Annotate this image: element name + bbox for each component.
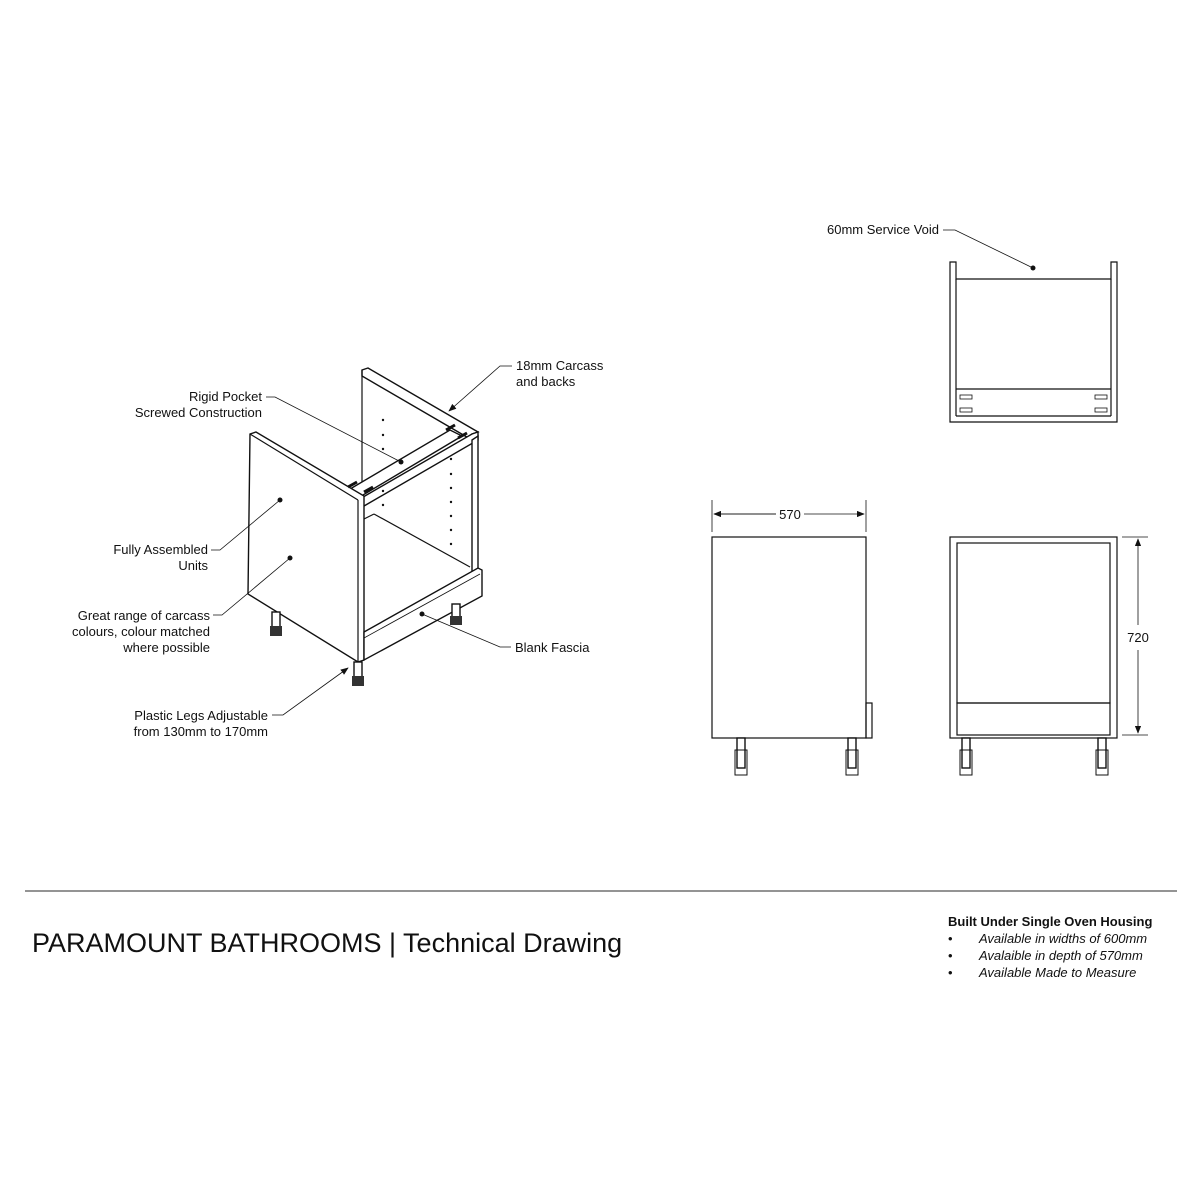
label-fully-assembled-2: Units: [178, 558, 208, 573]
top-view: [949, 261, 1118, 423]
spec-heading: Built Under Single Oven Housing: [948, 914, 1153, 929]
label-rigid-pocket-1: Rigid Pocket: [189, 389, 262, 404]
dimension-depth: 570: [779, 507, 801, 522]
label-blank-fascia: Blank Fascia: [515, 640, 590, 655]
label-carcass-1: 18mm Carcass: [516, 358, 604, 373]
left-side-panel: [247, 431, 365, 663]
legs: [270, 603, 462, 686]
spec-item: •Avalaible in depth of 570mm: [948, 948, 1143, 963]
callouts: Rigid Pocket Screwed Construction 18mm C…: [72, 222, 1036, 739]
label-colours-3: where possible: [122, 640, 210, 655]
right-panel-edge: [471, 434, 479, 575]
label-colours-1: Great range of carcass: [78, 608, 211, 623]
label-legs-2: from 130mm to 170mm: [134, 724, 268, 739]
label-legs-1: Plastic Legs Adjustable: [134, 708, 268, 723]
label-rigid-pocket-2: Screwed Construction: [135, 405, 262, 420]
label-service-void: 60mm Service Void: [827, 222, 939, 237]
shelf-holes: [381, 418, 453, 546]
side-view: 570: [711, 500, 873, 776]
label-fully-assembled-1: Fully Assembled: [113, 542, 208, 557]
isometric-cabinet: [247, 367, 483, 686]
product-spec: Built Under Single Oven Housing •Availab…: [948, 913, 1152, 981]
pocket-slots: [347, 423, 468, 494]
spec-item: •Available Made to Measure: [948, 965, 1137, 980]
back-panel-top-edge: [361, 367, 480, 442]
dimension-height: 720: [1127, 630, 1149, 645]
footer-title: PARAMOUNT BATHROOMS | Technical Drawing: [32, 928, 623, 958]
spec-item: •Available in widths of 600mm: [948, 931, 1148, 946]
top-rail: [357, 431, 479, 507]
label-carcass-2: and backs: [516, 374, 576, 389]
front-view: 720: [949, 536, 1149, 776]
label-colours-2: colours, colour matched: [72, 624, 210, 639]
